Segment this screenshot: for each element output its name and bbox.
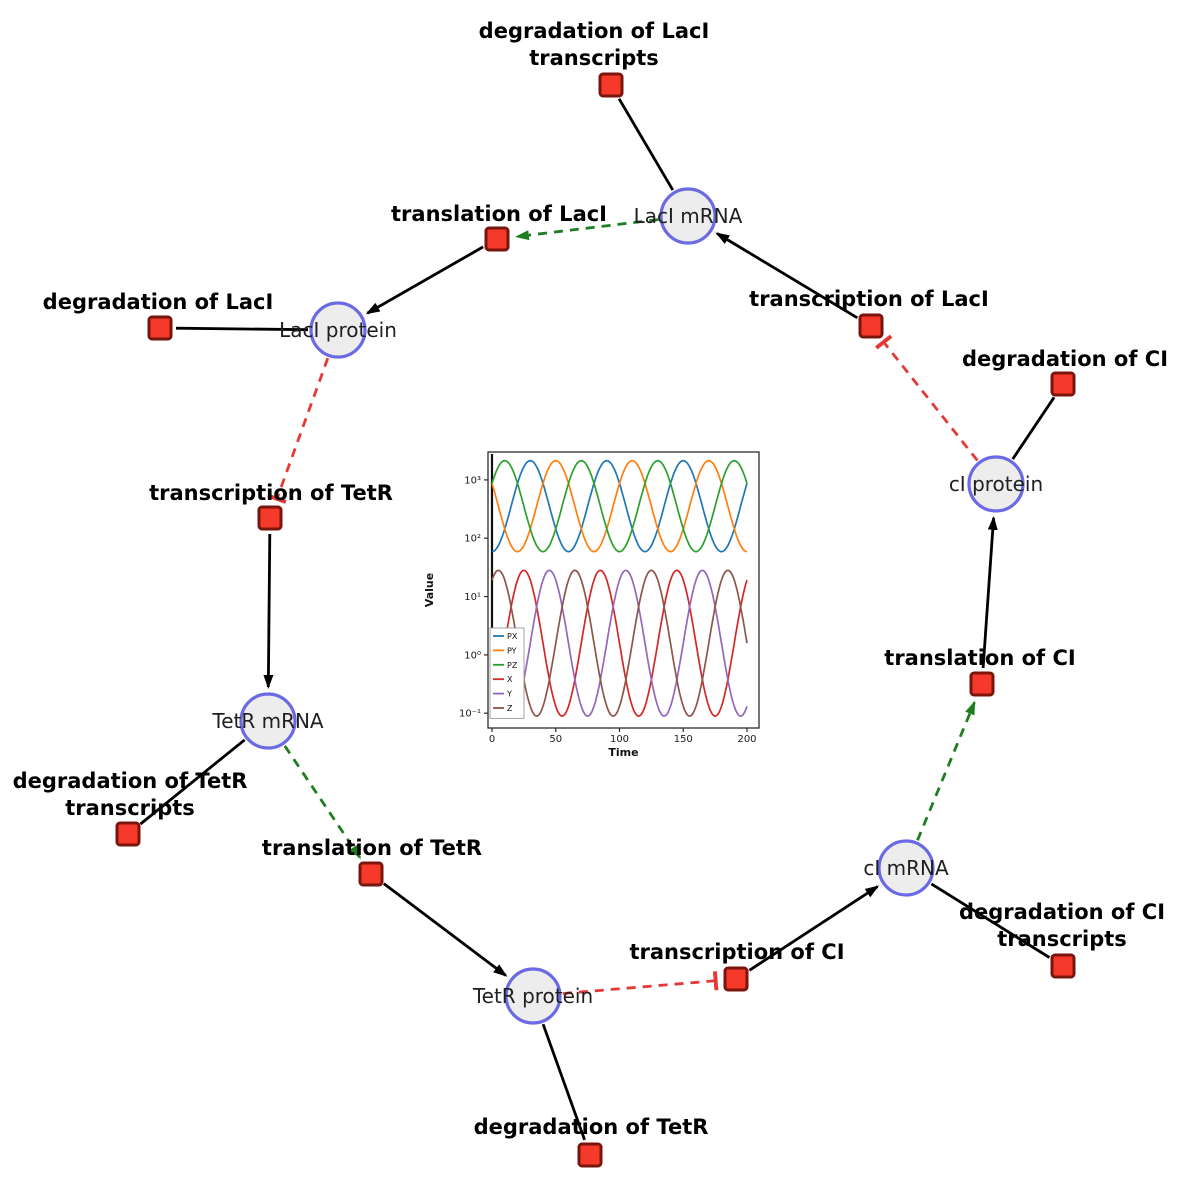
x-tick-label: 100 (610, 734, 629, 745)
reaction-node-deg_laci_tx (598, 72, 624, 98)
edge-consume-ci_protein-to-deg_ci (1011, 396, 1056, 460)
reaction-label-deg_ci_tx: degradation of CI (959, 900, 1165, 924)
series-Y (491, 569, 748, 717)
series-X (491, 569, 748, 717)
species-label-ci_protein: cI protein (949, 472, 1043, 496)
species-label-tetr_protein: TetR protein (472, 984, 593, 1008)
edge-modifier-ci_mrna-to-transl_ci (916, 700, 976, 841)
reaction-node-deg_tetr (577, 1142, 603, 1168)
edge-inhibit-laci_protein-to-transc_tetr (267, 357, 330, 504)
edge-produce-transc_ci-to-ci_mrna (748, 885, 880, 972)
reaction-node-deg_ci_tx (1050, 953, 1076, 979)
species-node-laci_mrna (659, 187, 717, 245)
legend-label-Z: Z (507, 704, 513, 713)
edge-produce-transc_tetr-to-tetr_mrna (263, 533, 274, 689)
species-label-tetr_mrna: TetR mRNA (211, 709, 324, 733)
edge-produce-transl_laci-to-laci_protein (365, 245, 484, 315)
reaction-label-transl_tetr: translation of TetR (262, 836, 482, 860)
reaction-label-deg_laci: degradation of LacI (43, 290, 274, 314)
reaction-label-deg_ci: degradation of CI (962, 347, 1168, 371)
y-tick-label: 10² (464, 534, 481, 545)
species-node-ci_protein (967, 455, 1025, 513)
edge-inhibit-tetr_protein-to-transc_ci (562, 971, 719, 995)
edge-consume-ci_mrna-to-deg_ci_tx (930, 882, 1051, 959)
x-tick-label: 150 (674, 734, 693, 745)
reaction-label-transc_laci: transcription of LacI (749, 287, 989, 311)
reaction-node-deg_laci (147, 315, 173, 341)
y-tick-label: 10⁻¹ (459, 709, 481, 720)
nodes (115, 72, 1076, 1168)
y-tick-label: 10³ (464, 475, 481, 486)
series-Z (491, 569, 748, 717)
y-tick-label: 10⁰ (464, 650, 481, 661)
legend-label-Y: Y (506, 690, 512, 699)
edge-consume-laci_protein-to-deg_laci (175, 326, 309, 332)
reaction-node-transc_ci (723, 966, 749, 992)
y-axis-label: Value (423, 573, 436, 607)
edge-produce-transc_laci-to-laci_mrna (715, 232, 859, 319)
reaction-label-deg_laci_tx: degradation of LacI (479, 19, 710, 43)
x-axis-label: Time (608, 746, 638, 759)
reaction-label-deg_tetr_tx: degradation of TetR (13, 769, 248, 793)
edge-consume-tetr_protein-to-deg_tetr (541, 1023, 586, 1141)
reaction-node-transc_laci (858, 313, 884, 339)
legend-label-PY: PY (507, 646, 517, 655)
reaction-node-transl_laci (484, 226, 510, 252)
reaction-label-deg_laci_tx: transcripts (529, 46, 659, 70)
reaction-label-deg_tetr: degradation of TetR (474, 1115, 709, 1139)
legend-label-PZ: PZ (507, 661, 518, 670)
species-label-ci_mrna: cI mRNA (863, 856, 949, 880)
reaction-node-deg_ci (1050, 371, 1076, 397)
legend-box (489, 627, 525, 719)
edge-modifier-tetr_mrna-to-transl_tetr (283, 745, 361, 860)
series-PZ (491, 459, 748, 553)
species-node-laci_protein (309, 301, 367, 359)
legend-label-X: X (507, 675, 513, 684)
species-node-tetr_protein (504, 967, 562, 1025)
reaction-label-transc_ci: transcription of CI (629, 940, 844, 964)
series-PY (491, 459, 748, 553)
species-label-laci_protein: LacI protein (279, 318, 397, 342)
reaction-label-deg_ci_tx: transcripts (997, 927, 1127, 951)
x-tick-label: 200 (737, 734, 756, 745)
reaction-node-deg_tetr_tx (115, 821, 141, 847)
reaction-label-transl_laci: translation of LacI (391, 202, 607, 226)
reaction-node-transl_ci (969, 671, 995, 697)
reaction-label-transc_tetr: transcription of TetR (149, 481, 393, 505)
x-tick-label: 0 (489, 734, 495, 745)
edge-consume-tetr_mrna-to-deg_tetr_tx (139, 738, 246, 826)
species-label-laci_mrna: LacI mRNA (634, 204, 743, 228)
edge-produce-transl_tetr-to-tetr_protein (382, 882, 508, 977)
reaction-label-transl_ci: translation of CI (884, 646, 1075, 670)
x-tick-label: 50 (549, 734, 562, 745)
edge-produce-transl_ci-to-ci_protein (981, 515, 998, 669)
species-node-ci_mrna (877, 839, 935, 897)
edge-modifier-laci_mrna-to-transl_laci (514, 218, 659, 241)
edges (139, 98, 1056, 1141)
edge-consume-laci_mrna-to-deg_laci_tx (617, 98, 675, 191)
legend-label-PX: PX (507, 632, 518, 641)
reaction-node-transc_tetr (257, 505, 283, 531)
reaction-label-deg_tetr_tx: transcripts (65, 796, 195, 820)
species-node-tetr_mrna (239, 692, 297, 750)
reaction-node-transl_tetr (358, 861, 384, 887)
y-tick-label: 10¹ (464, 592, 481, 603)
